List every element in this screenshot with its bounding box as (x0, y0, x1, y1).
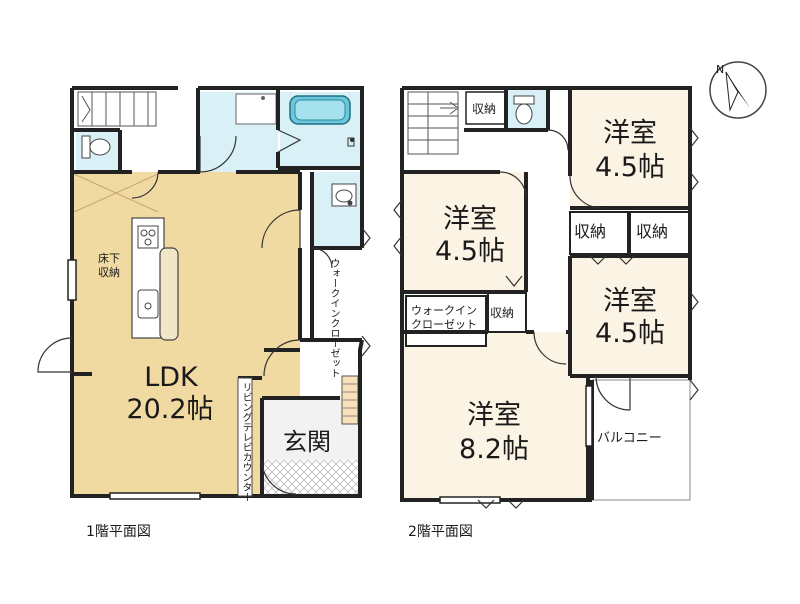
room-4-5b-size: 4.5帖 (595, 152, 665, 183)
underfloor-storage-label: 床下 収納 (98, 252, 120, 279)
room-4-5c-size: 4.5帖 (595, 318, 665, 349)
floor2-caption: 2階平面図 (408, 524, 473, 540)
storage-small-label: 収納 (490, 306, 515, 320)
kitchen-island (159, 247, 179, 341)
stair1 (77, 91, 157, 127)
room-8-2-floor (402, 332, 588, 500)
room-4-5c-name: 洋室 (603, 286, 657, 317)
storage-top-label: 収納 (472, 102, 497, 116)
stove-icon (137, 225, 159, 249)
storage-mid-left-box (569, 211, 629, 255)
washroom-floor (312, 172, 362, 248)
room-4-5b-name: 洋室 (603, 118, 657, 149)
ldk-cross-area (73, 173, 159, 213)
storage-mid-right-label: 収納 (636, 222, 669, 241)
ldk-size: 20.2帖 (126, 394, 214, 425)
floor1-doors (37, 129, 371, 495)
sink-icon (137, 289, 159, 319)
toilet2-icon (513, 95, 535, 125)
walkin-closet-f2-label: ウォークイン クローゼット (411, 304, 477, 331)
floor1-plan (37, 86, 371, 500)
floor1-windows (67, 259, 201, 500)
walkin-closet-f1-label: ウォークインクローゼット (328, 258, 339, 378)
floor2-doors (393, 127, 699, 509)
room-4-5c-floor (570, 256, 690, 376)
shoe-cabinet-lines (342, 383, 358, 417)
floor2-windows (439, 385, 593, 504)
room-4-5a-name: 洋室 (443, 204, 497, 235)
entrance-label: 玄関 (283, 428, 331, 456)
tv-counter (237, 377, 253, 497)
floor1-caption: 1階平面図 (86, 524, 151, 540)
floor2-plan (393, 86, 699, 509)
ldk-name: LDK (144, 362, 198, 393)
room-4-5a-floor (402, 172, 526, 292)
balcony-label: バルコニー (597, 431, 662, 446)
compass-icon (709, 61, 767, 119)
storage-mid-right-box (629, 211, 691, 255)
toilet2-area (235, 93, 277, 125)
bathtub-icon (289, 95, 355, 147)
balcony-floor (591, 379, 691, 501)
toilet1-icon (81, 135, 111, 159)
storage-top-box (465, 91, 507, 125)
wic2-box (405, 295, 487, 347)
compass-north-label: N (716, 63, 725, 76)
room-8-2-size: 8.2帖 (459, 434, 529, 465)
entrance-tile (262, 460, 358, 496)
stair2 (407, 91, 459, 155)
room-4-5a-size: 4.5帖 (435, 236, 505, 267)
room-8-2-name: 洋室 (467, 400, 521, 431)
living-counter-label: リビングテレビカウンター (240, 382, 251, 502)
room-4-5b-floor (570, 88, 690, 208)
washbasin-icon (331, 183, 357, 207)
storage-mid-left-label: 収納 (574, 222, 607, 241)
